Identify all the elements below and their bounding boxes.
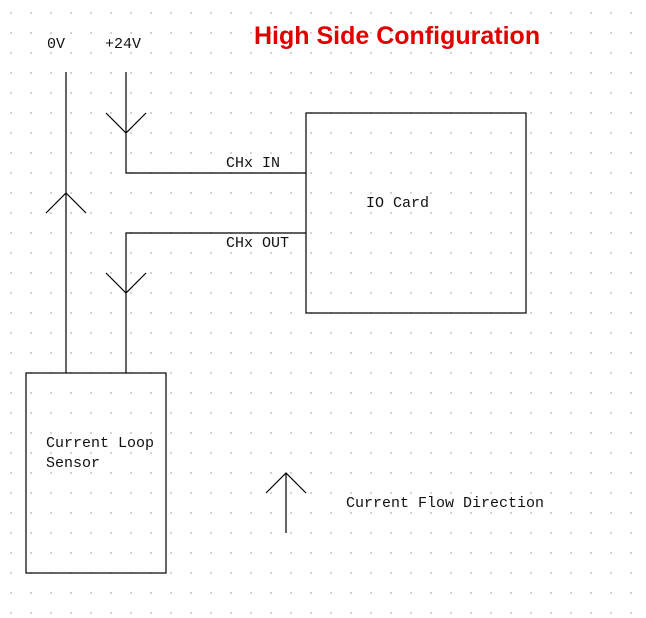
io-card-label: IO Card bbox=[366, 195, 429, 212]
legend-current-flow: Current Flow Direction bbox=[346, 495, 544, 512]
arrow-up-icon bbox=[265, 472, 307, 494]
sensor-box bbox=[25, 372, 167, 574]
wire-24v-to-chx-in bbox=[125, 72, 306, 174]
label-chx-in: CHx IN bbox=[226, 155, 280, 172]
label-24v: +24V bbox=[105, 36, 141, 53]
arrow-down-icon bbox=[105, 112, 147, 134]
wire-chx-out-to-sensor bbox=[125, 232, 306, 373]
label-0v: 0V bbox=[47, 36, 65, 53]
arrow-down-icon bbox=[105, 272, 147, 294]
diagram-title: High Side Configuration bbox=[254, 22, 540, 50]
sensor-label-line1: Current Loop bbox=[46, 435, 154, 452]
io-card-box bbox=[305, 112, 527, 314]
label-chx-out: CHx OUT bbox=[226, 235, 289, 252]
sensor-label-line2: Sensor bbox=[46, 455, 100, 472]
arrow-up-icon bbox=[45, 192, 87, 214]
